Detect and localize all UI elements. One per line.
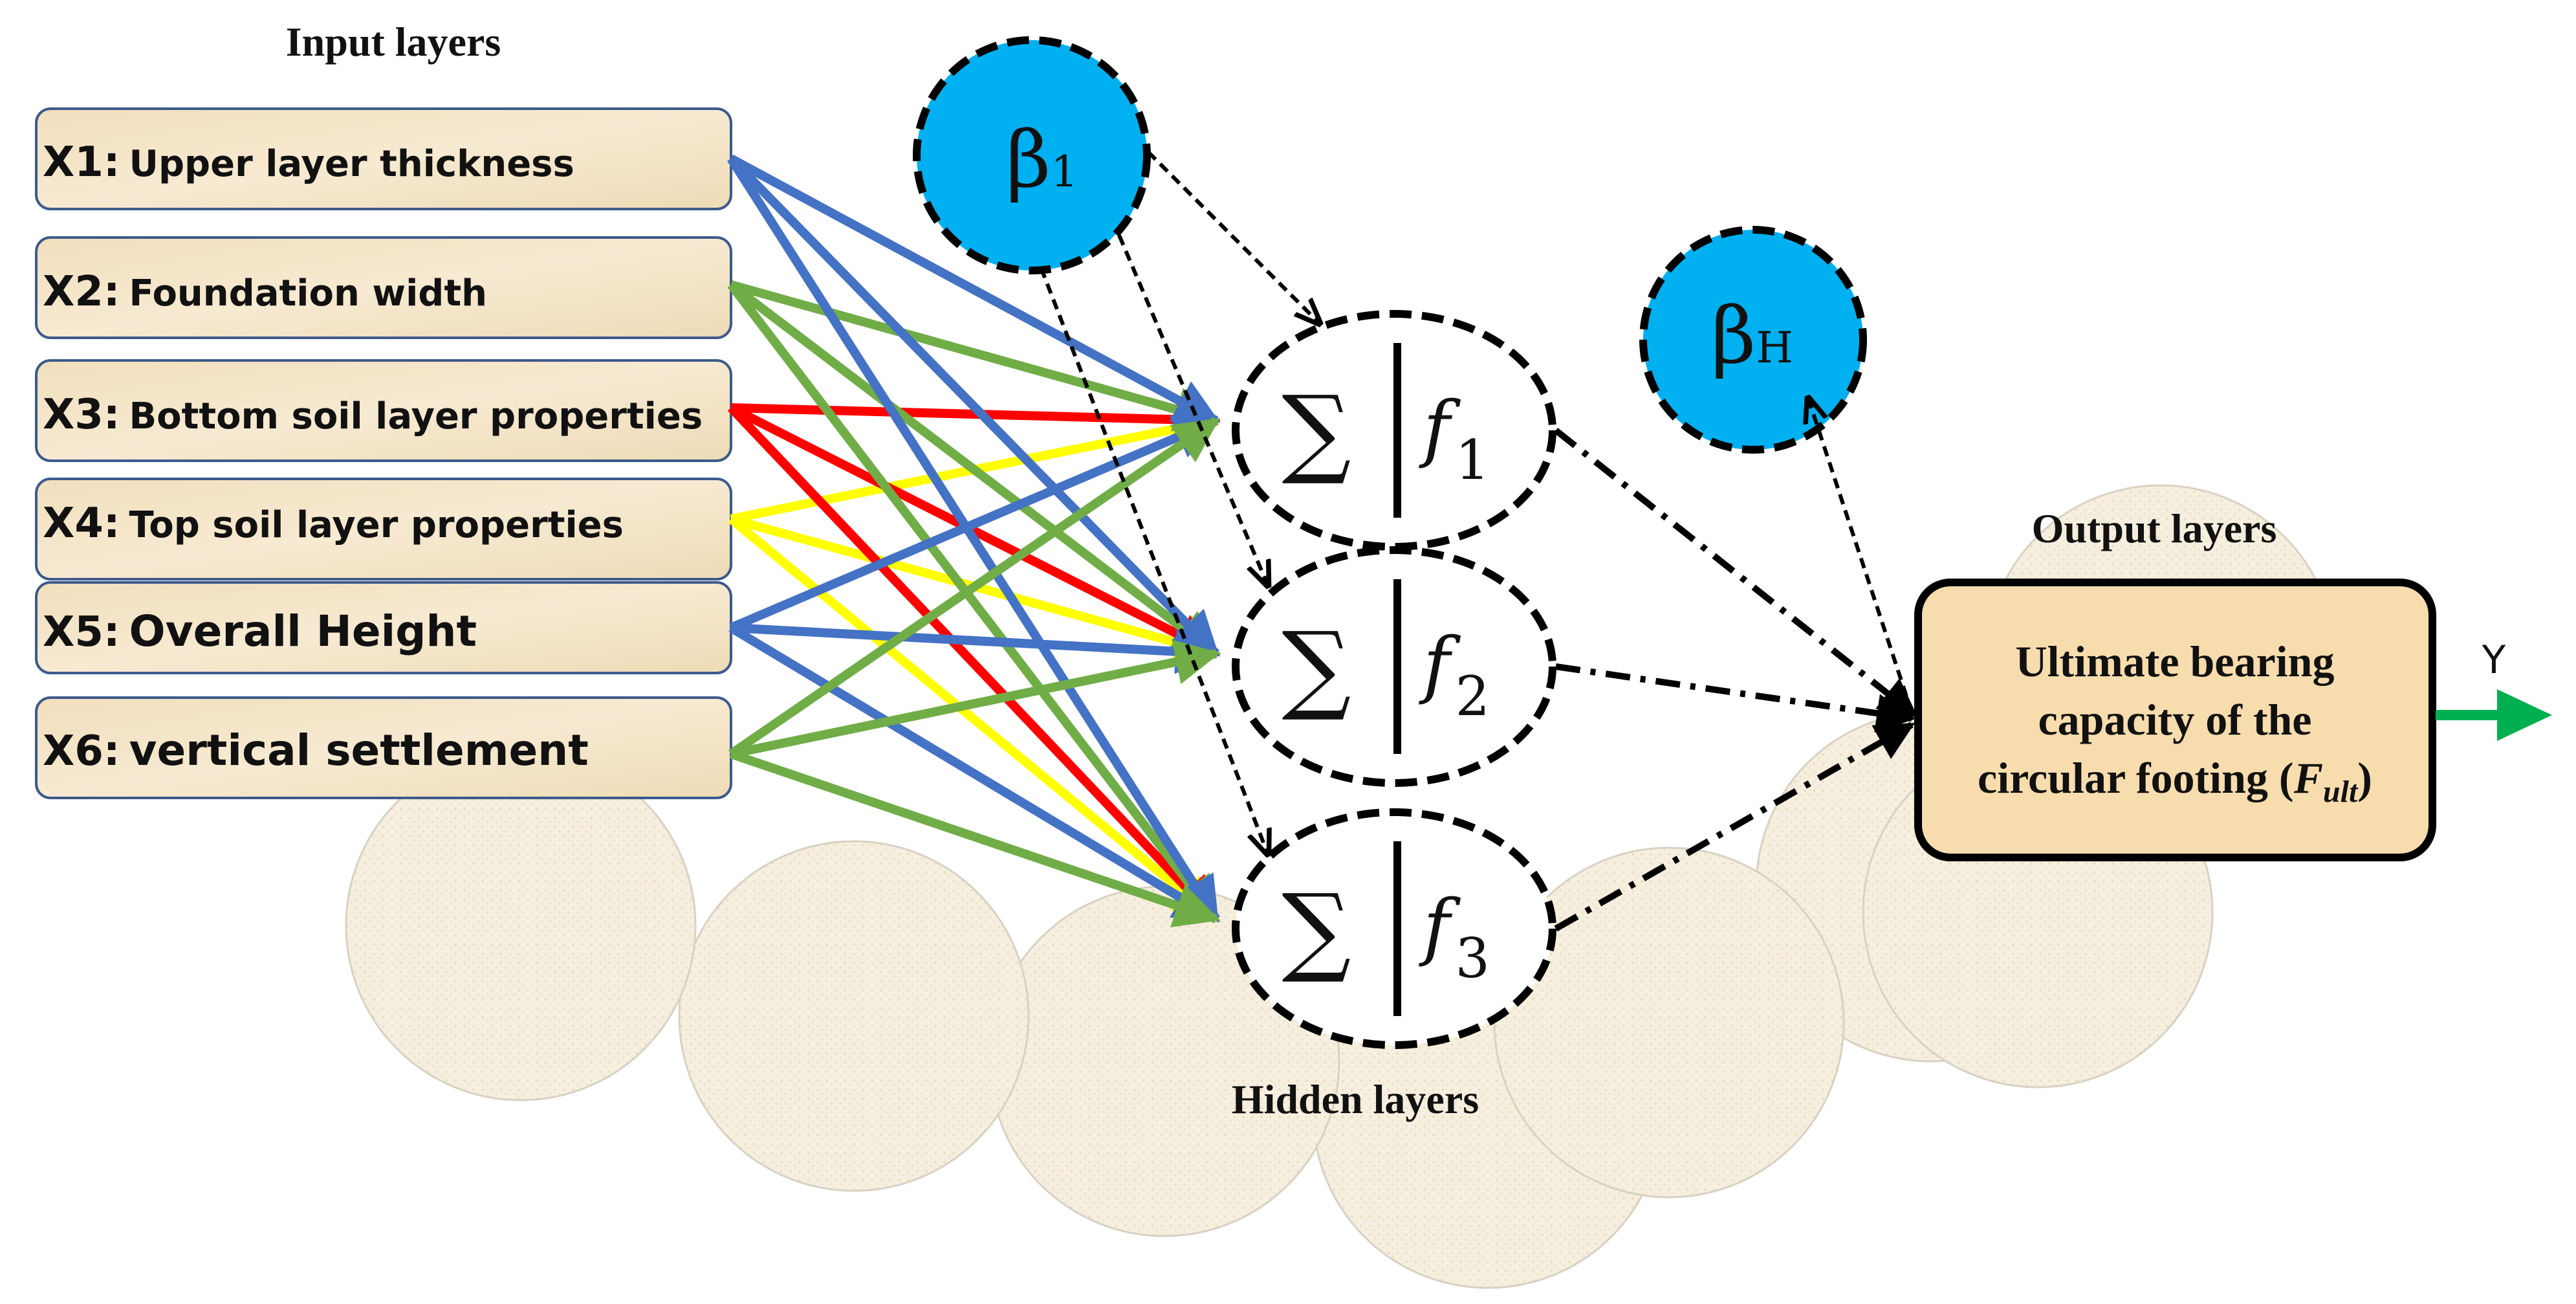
input-box [35,696,732,799]
hidden-node-3: ∑ f3 [1232,808,1556,1049]
biasH-to-output [1808,398,1914,713]
beta-symbol: β [1711,291,1756,381]
hidden-node-1: ∑ f1 [1232,310,1556,551]
connection-x2-h3 [727,282,1220,923]
connection-x2-h2 [728,281,1220,658]
input-node-x4: X4:Top soil layer properties [35,478,732,580]
function-subscript: 3 [1455,927,1489,990]
input-id: X6: [43,727,120,775]
y-label: Y [2482,637,2506,683]
bias-node-betaH: βH [1639,226,1867,454]
svg-text:βH: βH [1711,291,1793,381]
svg-text:X6:vertical settlement: X6:vertical settlement [43,725,589,775]
h2-to-output [1555,663,1916,733]
output-arrow: Y [2436,637,2552,741]
connection-x5-h1 [729,415,1221,632]
input-label: Upper layer thickness [129,143,574,185]
beta-subscript: 1 [1051,147,1078,197]
input-node-x5: X5:Overall Height [35,581,732,674]
bias1-connections [1033,150,1320,854]
h3-to-output [1554,722,1916,932]
bias-circle [913,36,1151,274]
svg-text:X1:Upper layer thickness: X1:Upper layer thickness [43,138,574,186]
hidden-layer: ∑ f1 ∑ f2 ∑ f3 [1232,310,1556,1049]
svg-text:X3:Bottom soil layer propertie: X3:Bottom soil layer properties [43,391,703,439]
hidden-output-connections [1553,428,1918,932]
input-label: vertical settlement [129,725,588,775]
output-arrow-head [2497,689,2552,741]
connection-x2-h1 [730,280,1221,432]
connection-x3-h1 [730,397,1221,443]
hidden-layers-title: Hidden layers [1232,1076,1479,1122]
input-id: X5: [43,608,120,656]
connection-x1-h3 [727,156,1220,923]
svg-text:X5:Overall Height: X5:Overall Height [43,606,477,656]
input-box [35,478,732,580]
input-id: X2: [43,268,120,316]
input-layers-title: Input layers [286,19,501,65]
bias-node-beta1: β1 [913,36,1151,274]
svg-text:β1: β1 [1006,115,1078,205]
connection-x1-h1 [728,154,1221,425]
output-line-2: capacity of the [2038,695,2311,744]
connection-x5-h2 [730,623,1221,674]
svg-text:X2:Foundation width: X2:Foundation width [43,268,487,316]
input-layer: X1:Upper layer thickness X2:Foundation w… [35,107,732,799]
svg-text:X4:Top soil layer properties: X4:Top soil layer properties [43,500,624,547]
connection-x1-h2 [728,155,1219,657]
connection-x6-h2 [730,639,1221,758]
function-subscript: 2 [1455,665,1489,728]
bias1-to-h3 [1033,251,1268,854]
beta-subscript: H [1756,323,1793,373]
input-node-x2: X2:Foundation width [35,236,732,339]
connection-x3-h3 [727,404,1220,923]
input-node-x1: X1:Upper layer thickness [35,107,732,210]
output-line-3: circular footing (Fult) [1978,753,2372,809]
connection-x6-h1 [728,417,1220,758]
input-label: Foundation width [129,272,487,315]
input-connections [727,154,1221,927]
input-id: X1: [43,138,120,186]
input-node-x6: X6:vertical settlement [35,696,732,799]
input-id: X4: [43,500,120,547]
connection-x6-h3 [729,749,1221,927]
bias1-to-h1 [1146,150,1320,324]
hidden-node-2: ∑ f2 [1232,546,1556,787]
beta-symbol: β [1006,115,1051,205]
cloud-circle [678,840,1030,1192]
output-layers-title: Output layers [2032,505,2277,551]
connection-x4-h3 [728,515,1220,923]
connection-x5-h3 [728,623,1221,923]
input-label: Top soil layer properties [129,504,624,546]
sum-symbol: ∑ [1282,375,1351,488]
cloud-circle [345,749,697,1101]
input-id: X3: [43,391,120,439]
input-node-x3: X3:Bottom soil layer properties [35,359,732,462]
output-node: Ultimate bearing capacity of the circula… [1914,579,2436,861]
input-label: Bottom soil layer properties [129,395,703,437]
function-subscript: 1 [1455,428,1489,492]
sum-symbol: ∑ [1282,612,1351,724]
input-label: Overall Height [129,606,477,656]
output-line-1: Ultimate bearing [2016,637,2335,686]
output-box [1914,579,2436,861]
sum-symbol: ∑ [1282,874,1351,986]
